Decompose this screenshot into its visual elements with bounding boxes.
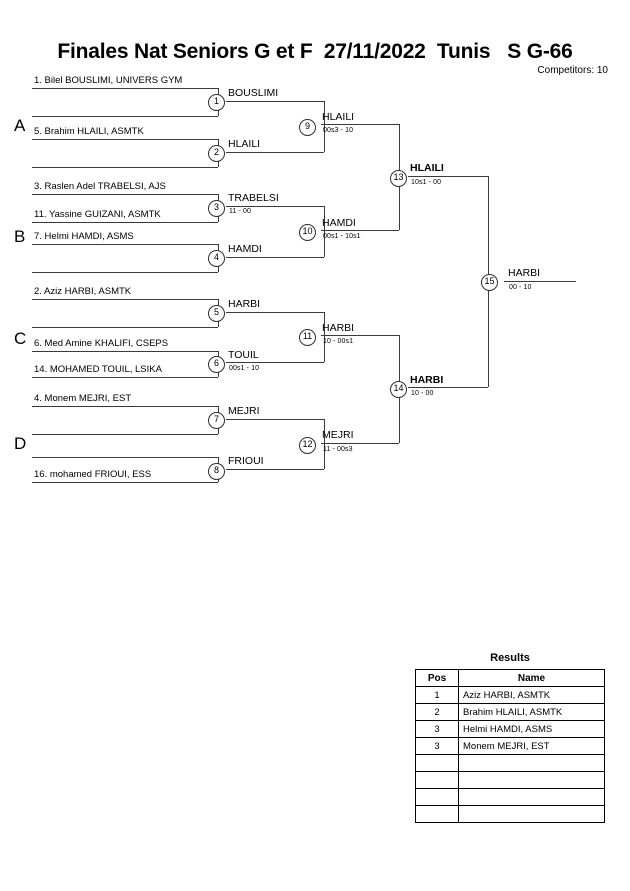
result-name: Brahim HLAILI, ASMTK — [458, 703, 605, 721]
match-number[interactable]: 10 — [299, 224, 316, 241]
match-winner: HAMDI — [322, 217, 356, 229]
match-number[interactable]: 12 — [299, 437, 316, 454]
result-pos: 1 — [415, 686, 459, 704]
result-name — [458, 788, 605, 806]
page-title: Finales Nat Seniors G et F 27/11/2022 Tu… — [57, 40, 573, 63]
match-winner: HARBI — [322, 322, 355, 334]
match-winner: TOUIL — [228, 349, 259, 361]
match-winner: BOUSLIMI — [228, 87, 279, 99]
match-winner: HARBI — [228, 298, 261, 310]
match-score: 00s3 - 10 — [323, 127, 354, 134]
competitor-name: 16. mohamed FRIOUI, ESS — [34, 469, 152, 480]
table-row — [415, 754, 605, 772]
match-winner: HARBI — [508, 267, 541, 279]
competitor-name: 11. Yassine GUIZANI, ASMTK — [34, 209, 161, 220]
match-score: 11 - 00s3 — [323, 446, 353, 453]
result-pos: 3 — [415, 737, 459, 755]
match-score: 11 - 00 — [229, 208, 251, 215]
column-header-pos: Pos — [415, 669, 459, 687]
competitor-name: 4. Monem MEJRI, EST — [34, 393, 132, 404]
competitor-name: 6. Med Amine KHALIFI, CSEPS — [34, 338, 169, 349]
results-panel: Results Pos Name 1 Aziz HARBI, ASMTK 2 B… — [415, 652, 605, 823]
result-name — [458, 754, 605, 772]
competitor-name: 7. Helmi HAMDI, ASMS — [34, 231, 134, 242]
match-number[interactable]: 5 — [208, 305, 225, 322]
match-winner: HLAILI — [228, 138, 261, 150]
match-number[interactable]: 7 — [208, 412, 225, 429]
result-pos — [415, 754, 459, 772]
group-label-b: B — [14, 227, 26, 246]
result-name — [458, 771, 605, 789]
result-pos — [415, 771, 459, 789]
competitors-count: Competitors: 10 — [537, 65, 608, 76]
table-row: 3 Monem MEJRI, EST — [415, 737, 605, 755]
competitor-name: 1. Bilel BOUSLIMI, UNIVERS GYM — [34, 75, 183, 86]
match-winner: MEJRI — [228, 405, 260, 417]
match-winner: TRABELSI — [228, 192, 279, 204]
table-row: 3 Helmi HAMDI, ASMS — [415, 720, 605, 738]
result-name: Aziz HARBI, ASMTK — [458, 686, 605, 704]
match-number[interactable]: 15 — [481, 274, 498, 291]
match-number[interactable]: 13 — [390, 170, 407, 187]
table-row: 2 Brahim HLAILI, ASMTK — [415, 703, 605, 721]
match-winner: MEJRI — [322, 429, 354, 441]
table-header-row: Pos Name — [415, 669, 605, 687]
match-number[interactable]: 14 — [390, 381, 407, 398]
result-pos: 2 — [415, 703, 459, 721]
match-winner: HAMDI — [228, 243, 262, 255]
competitor-name: 14. MOHAMED TOUIL, LSIKA — [34, 364, 162, 375]
result-pos — [415, 805, 459, 823]
match-number[interactable]: 4 — [208, 250, 225, 267]
table-row: 1 Aziz HARBI, ASMTK — [415, 686, 605, 704]
result-pos: 3 — [415, 720, 459, 738]
match-score: 10s1 - 00 — [411, 179, 442, 186]
result-name: Monem MEJRI, EST — [458, 737, 605, 755]
competitor-name: 5. Brahim HLAILI, ASMTK — [34, 126, 144, 137]
match-score: 00 - 10 — [509, 284, 532, 291]
match-number[interactable]: 8 — [208, 463, 225, 480]
match-number[interactable]: 3 — [208, 200, 225, 217]
match-score: 10 - 00s1 — [323, 338, 354, 345]
match-winner: HARBI — [410, 374, 444, 386]
column-header-name: Name — [458, 669, 605, 687]
result-name: Helmi HAMDI, ASMS — [458, 720, 605, 738]
match-score: 00s1 - 10 — [229, 365, 260, 372]
result-pos — [415, 788, 459, 806]
match-score: 00s1 - 10s1 — [323, 233, 361, 240]
result-name — [458, 805, 605, 823]
tournament-bracket: A B C D 1. Bilel BOUSLIMI, UNIVERS GYM 1… — [14, 75, 576, 483]
match-number[interactable]: 11 — [299, 329, 316, 346]
match-winner: HLAILI — [410, 162, 444, 174]
match-winner: FRIOUI — [228, 455, 264, 467]
match-number[interactable]: 6 — [208, 356, 225, 373]
match-number[interactable]: 2 — [208, 145, 225, 162]
table-row — [415, 788, 605, 806]
match-number[interactable]: 9 — [299, 119, 316, 136]
results-table: Pos Name 1 Aziz HARBI, ASMTK 2 Brahim HL… — [415, 669, 605, 823]
group-label-c: C — [14, 329, 27, 348]
table-row — [415, 805, 605, 823]
competitor-name: 2. Aziz HARBI, ASMTK — [34, 286, 132, 297]
group-label-d: D — [14, 434, 27, 453]
group-label-a: A — [14, 116, 26, 135]
match-number[interactable]: 1 — [208, 94, 225, 111]
competitor-name: 3. Raslen Adel TRABELSI, AJS — [34, 181, 166, 192]
match-score: 10 - 00 — [411, 390, 434, 397]
match-winner: HLAILI — [322, 111, 355, 123]
results-title: Results — [490, 652, 530, 664]
table-row — [415, 771, 605, 789]
